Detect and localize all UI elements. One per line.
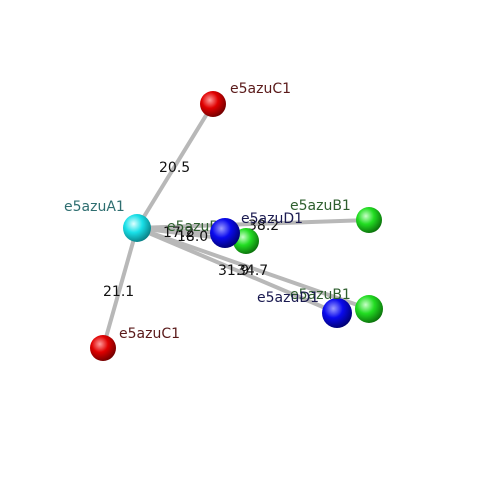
atom-c1-top[interactable] bbox=[200, 91, 226, 117]
atom-d1-mid[interactable] bbox=[210, 218, 240, 248]
atom-label-b1-low: e5azuB1 bbox=[290, 287, 351, 303]
atom-label-d1-mid: e5azuD1 bbox=[241, 211, 303, 227]
distance-label-a1-d1-low: 31.9 bbox=[218, 263, 249, 279]
atom-a1[interactable] bbox=[123, 214, 151, 242]
atom-b1-low[interactable] bbox=[355, 295, 383, 323]
distance-label-a1-b1-right: 38.2 bbox=[248, 218, 279, 234]
atom-d1-low[interactable] bbox=[322, 298, 352, 328]
distance-label-a1-b1-mid: 18.0 bbox=[177, 229, 208, 245]
bond-a1-b1-right bbox=[136, 218, 370, 230]
distance-label-a1-b1-low: 34.7 bbox=[237, 263, 268, 279]
bond-a1-b1-low bbox=[136, 226, 370, 311]
bond-a1-c1-bottom bbox=[101, 227, 139, 349]
atom-b1-right[interactable] bbox=[356, 207, 382, 233]
bond-a1-c1-top bbox=[135, 102, 215, 230]
bond-layer bbox=[101, 102, 370, 349]
distance-label-layer: 20.5 21.1 17.2 38.2 34.7 31.9 bbox=[103, 160, 279, 300]
atom-label-layer: e5azuA1 e5azuC1 e5azuC1 e5azuB1 e5azuB1 … bbox=[64, 81, 351, 342]
atom-label-b1-right: e5azuB1 bbox=[290, 198, 351, 214]
atom-label-c1-top: e5azuC1 bbox=[230, 81, 291, 97]
distance-label-a1-c1-bottom: 21.1 bbox=[103, 284, 134, 300]
distance-label-a1-d1-mid: 17.2 bbox=[163, 225, 194, 241]
bond-a1-d1-low bbox=[136, 226, 338, 315]
atom-layer bbox=[90, 91, 383, 361]
distance-label-a1-c1-top: 20.5 bbox=[159, 160, 190, 176]
atom-c1-bottom[interactable] bbox=[90, 335, 116, 361]
atom-label-a1: e5azuA1 bbox=[64, 199, 125, 215]
atom-label-d1-low: e5azuD1 bbox=[257, 290, 319, 306]
atom-label-c1-bottom: e5azuC1 bbox=[119, 326, 180, 342]
